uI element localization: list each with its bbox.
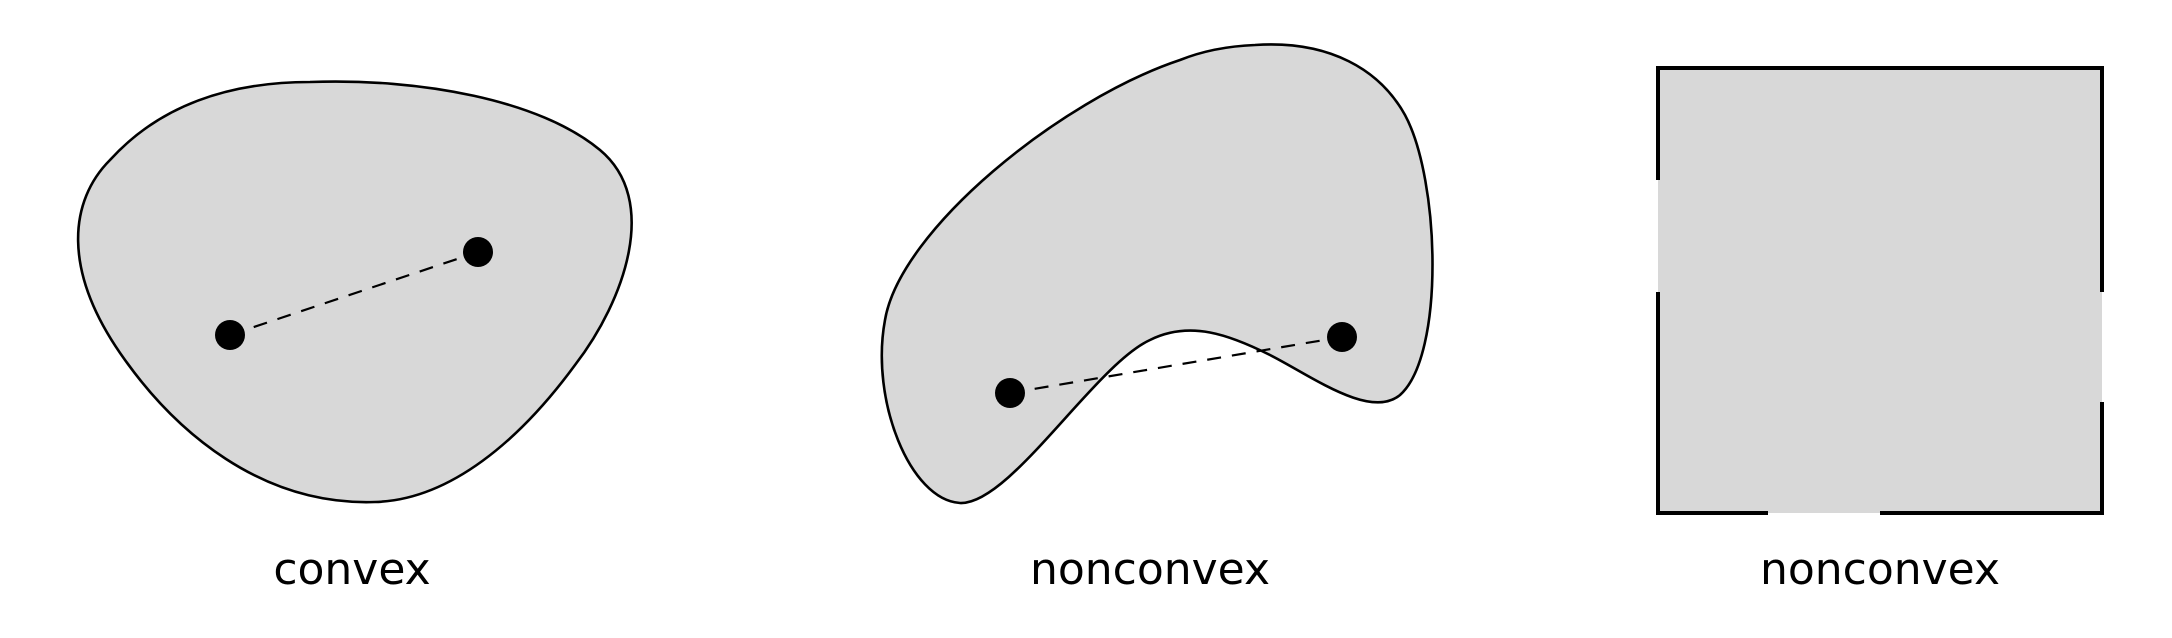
- convex-point-right: [463, 237, 493, 267]
- convex-set-shape: [78, 81, 632, 503]
- convex-line-segment: [229, 250, 479, 337]
- panel-nonconvex-curve: nonconvex: [880, 43, 1434, 595]
- nonconvex-point-left: [995, 378, 1025, 408]
- caption-nonconvex-curve: nonconvex: [1030, 544, 1270, 595]
- caption-nonconvex-square: nonconvex: [1760, 544, 2000, 595]
- convex-set-boundary: [76, 80, 633, 504]
- panel-convex: convex: [76, 80, 633, 595]
- panel-nonconvex-square: nonconvex: [1656, 66, 2104, 595]
- nonconvex-set-shape: [881, 44, 1433, 504]
- convex-point-left: [215, 320, 245, 350]
- caption-convex: convex: [273, 544, 430, 595]
- nonconvex-set-boundary: [880, 43, 1434, 505]
- nonconvex-line-segment: [1009, 335, 1343, 395]
- square-set-shape: [1658, 68, 2102, 513]
- nonconvex-point-right: [1327, 322, 1357, 352]
